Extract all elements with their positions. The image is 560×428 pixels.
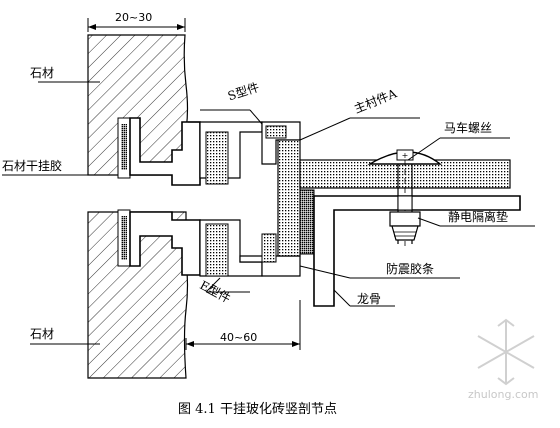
upper-stone-slab <box>87 34 189 179</box>
top-dimension-label: 20~30 <box>115 11 153 24</box>
bottom-dimension <box>185 300 301 350</box>
leader-lines <box>2 81 535 345</box>
stone-bottom-label: 石材 <box>30 327 55 341</box>
keel-angle <box>313 195 521 307</box>
watermark-text: zhulong.com <box>468 388 539 401</box>
bolt-label: 马车螺丝 <box>444 121 493 135</box>
bolt: + <box>367 149 442 246</box>
figure-caption: 图 4.1 干挂玻化砖竖剖节点 <box>178 402 337 417</box>
stone-top-label: 石材 <box>30 66 55 80</box>
top-dimension <box>87 18 186 32</box>
damping-strip-label: 防震胶条 <box>386 262 435 276</box>
insulation-pad-label: 静电隔离垫 <box>448 210 509 224</box>
bottom-dimension-label: 40~60 <box>220 331 258 344</box>
s-part <box>129 117 301 186</box>
watermark-logo <box>477 318 535 386</box>
svg-text:+: + <box>402 151 409 160</box>
dry-hang-glue-label: 石材干挂胶 <box>2 159 63 173</box>
keel-label: 龙骨 <box>357 292 382 306</box>
